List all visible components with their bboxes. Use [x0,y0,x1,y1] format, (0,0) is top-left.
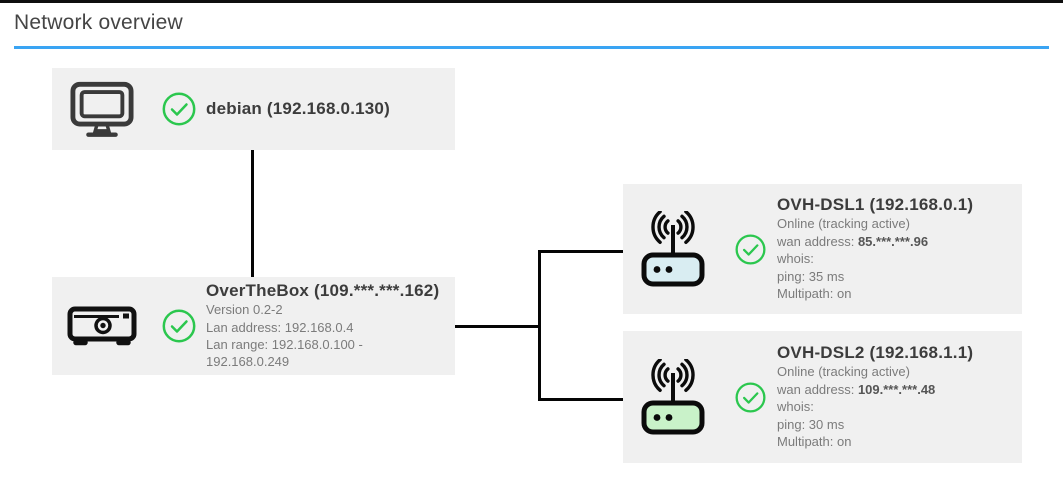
title-underline [14,46,1049,49]
dsl1-ping: ping: 35 ms [777,268,845,284]
dsl1-multipath: Multipath: on [777,286,852,302]
check-circle-icon [723,382,777,413]
connector-split-vertical [538,250,541,401]
node-title-dsl1: OVH-DSL1 (192.168.0.1) [777,195,974,215]
otb-version: Version 0.2-2 [206,302,283,318]
wan-address-label: wan address: [777,233,858,249]
connector-otb-to-split [454,325,539,328]
connector-debian-to-otb [251,150,254,278]
dsl1-status: Online (tracking active) [777,216,910,232]
top-border [0,0,1063,3]
node-title-overthebox: OverTheBox (109.***.***.162) [206,281,440,301]
node-ovh-dsl1: OVH-DSL1 (192.168.0.1) Online (tracking … [623,184,1022,314]
dsl2-ping: ping: 30 ms [777,416,845,432]
node-title-debian: debian (192.168.0.130) [206,99,390,118]
otb-lan-address: Lan address: 192.168.0.4 [206,319,354,335]
wan-address-label: wan address: [777,381,858,397]
wifi-router-icon [623,211,723,287]
connector-split-to-dsl1 [540,250,623,253]
dsl2-multipath: Multipath: on [777,434,852,450]
dsl2-whois: whois: [777,399,814,415]
node-overthebox: OverTheBox (109.***.***.162) Version 0.2… [52,277,455,375]
check-circle-icon [723,234,777,265]
otb-lan-range: Lan range: 192.168.0.100 - 192.168.0.249 [206,337,363,370]
page-title: Network overview [14,11,183,34]
node-debian: debian (192.168.0.130) [52,68,455,150]
dsl2-wan-line: wan address: 109.***.***.48 [777,381,1016,398]
node-ovh-dsl2: OVH-DSL2 (192.168.1.1) Online (tracking … [623,331,1022,463]
check-circle-icon [152,92,206,126]
node-title-dsl2: OVH-DSL2 (192.168.1.1) [777,343,974,363]
check-circle-icon [152,309,206,343]
wan-address-value: 85.***.***.96 [857,233,929,249]
wifi-router-icon [623,359,723,435]
dsl2-status: Online (tracking active) [777,364,910,380]
dsl1-whois: whois: [777,251,814,267]
dsl1-wan-line: wan address: 85.***.***.96 [777,233,1016,250]
connector-split-to-dsl2 [540,398,623,401]
overthebox-device-icon [52,305,152,347]
wan-address-value: 109.***.***.48 [857,381,936,397]
desktop-monitor-icon [52,81,152,138]
